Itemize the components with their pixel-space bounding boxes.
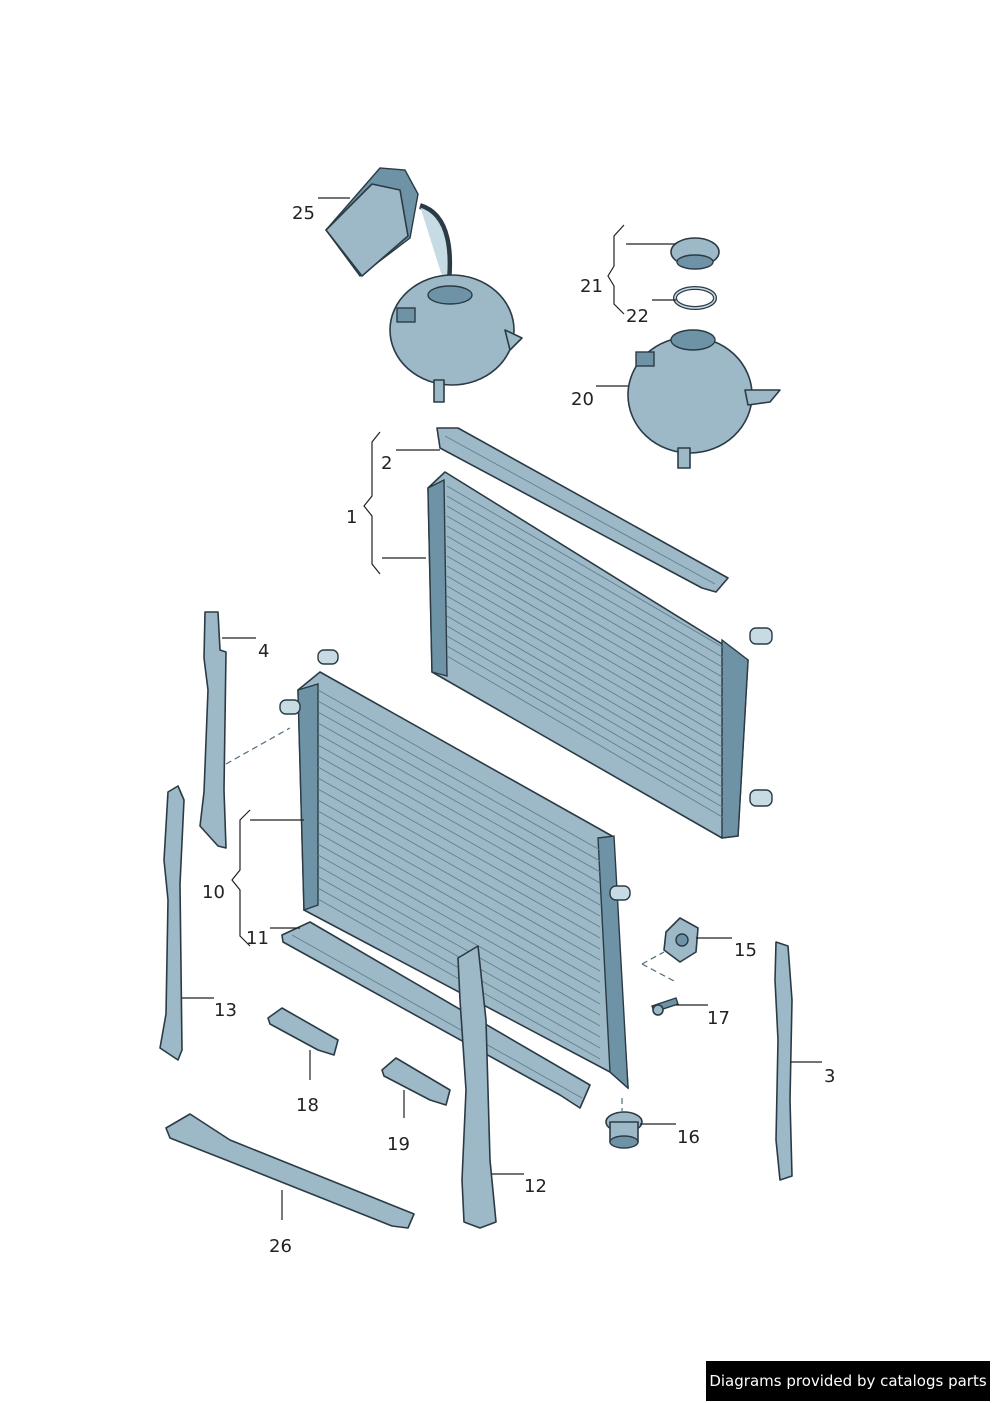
part-4-side-seal-left xyxy=(199,611,227,849)
part-11-lower-air-guide xyxy=(281,921,591,1109)
radiator-fin xyxy=(317,755,601,917)
part-21-filler-cap xyxy=(670,237,720,270)
radiator-fin xyxy=(317,832,601,994)
radiator-fin xyxy=(446,575,725,739)
callout-17: 17 xyxy=(707,1008,730,1029)
callout-21: 21 xyxy=(580,276,603,297)
radiator-fin xyxy=(446,605,725,769)
part-17-screw xyxy=(651,997,679,1016)
radiator-fin xyxy=(446,585,725,749)
callout-20: 20 xyxy=(571,389,594,410)
callout-16: 16 xyxy=(677,1127,700,1148)
radiator-fin xyxy=(317,821,601,983)
radiator-fin xyxy=(446,625,725,789)
callout-12: 12 xyxy=(524,1176,547,1197)
callout-19: 19 xyxy=(387,1134,410,1155)
credit-banner: Diagrams provided by catalogs parts xyxy=(706,1361,990,1401)
callout-3: 3 xyxy=(824,1066,835,1087)
callout-10: 10 xyxy=(202,882,225,903)
callout-4: 4 xyxy=(258,641,269,662)
part-16-drain-plug xyxy=(605,1111,643,1149)
radiator-fin xyxy=(317,766,601,928)
radiator-fin xyxy=(317,843,601,1005)
radiator-fin xyxy=(317,700,601,862)
radiator-fin xyxy=(446,615,725,779)
part-10-condenser xyxy=(279,649,631,1090)
part-25-coolant-bottle xyxy=(325,167,453,293)
radiator-fin xyxy=(446,555,725,719)
part-13-side-strip xyxy=(159,785,185,1061)
radiator-fin xyxy=(446,595,725,759)
callout-1: 1 xyxy=(346,507,357,528)
part-3-side-seal-right xyxy=(774,941,793,1181)
radiator-fin xyxy=(446,535,725,699)
radiator-fin xyxy=(317,733,601,895)
radiator-fin xyxy=(317,711,601,873)
radiator-fin xyxy=(317,854,601,1016)
callout-13: 13 xyxy=(214,1000,237,1021)
part-18-guide-clip xyxy=(267,1007,339,1056)
part-2-upper-air-guide xyxy=(436,427,729,593)
callout-26: 26 xyxy=(269,1236,292,1257)
part-12-vertical-bracket xyxy=(457,945,497,1229)
radiator-fin xyxy=(317,810,601,972)
radiator-fin xyxy=(446,485,725,649)
callout-25: 25 xyxy=(292,203,315,224)
part-19-guide-clip xyxy=(381,1057,451,1106)
part-20-expansion-tank xyxy=(627,329,781,469)
radiator-fin xyxy=(317,799,601,961)
radiator-fin xyxy=(317,865,601,1027)
assembly-line xyxy=(641,951,665,965)
part-1-radiator xyxy=(427,471,773,839)
radiator-fin xyxy=(317,744,601,906)
assembly-line xyxy=(225,727,291,765)
radiator-fin xyxy=(446,545,725,709)
leader-lines xyxy=(182,197,822,1220)
radiator-fin xyxy=(446,565,725,729)
radiator-fin xyxy=(317,777,601,939)
part-26-lower-spoiler xyxy=(165,1113,415,1229)
radiator-fin xyxy=(446,505,725,669)
callout-15: 15 xyxy=(734,940,757,961)
part-22-seal-ring xyxy=(673,286,717,310)
callout-18: 18 xyxy=(296,1095,319,1116)
radiator-fin xyxy=(317,689,601,851)
assembly-line xyxy=(641,963,677,983)
radiator-fin xyxy=(446,515,725,679)
radiator-fin xyxy=(317,788,601,950)
part-15-mounting-bracket xyxy=(663,917,699,963)
part-25-expansion-tank xyxy=(389,274,523,403)
radiator-fin xyxy=(446,635,725,799)
radiator-fin xyxy=(317,722,601,884)
radiator-fin xyxy=(446,655,725,819)
callout-2: 2 xyxy=(381,453,392,474)
radiator-fin xyxy=(446,495,725,659)
radiator-fin xyxy=(446,525,725,689)
radiator-fin xyxy=(446,645,725,809)
callout-22: 22 xyxy=(626,306,649,327)
callout-11: 11 xyxy=(246,928,269,949)
